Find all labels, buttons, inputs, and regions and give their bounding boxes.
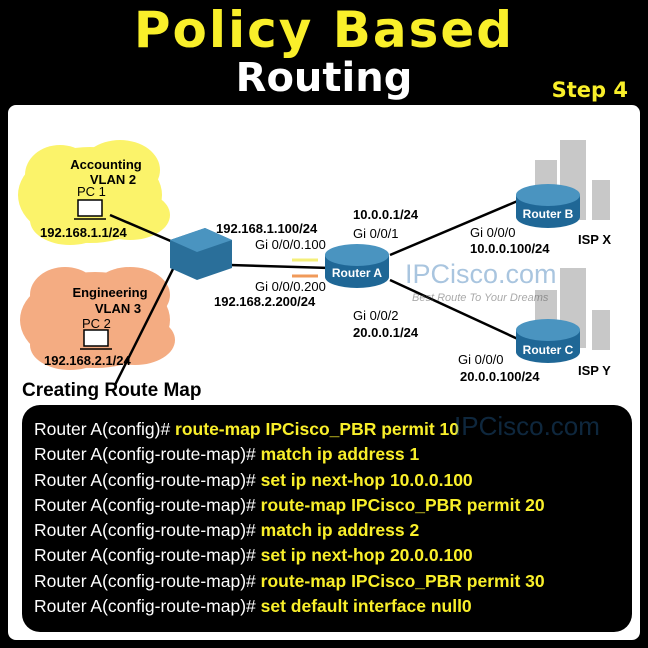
- pc1-label: PC 1: [77, 184, 106, 199]
- links: [109, 198, 521, 386]
- command: set ip next-hop 20.0.0.100: [260, 545, 473, 566]
- pc1-ip: 192.168.1.1/24: [40, 225, 128, 240]
- config-line: Router A(config-route-map)# route-map IP…: [22, 493, 632, 518]
- accounting-label: Accounting: [70, 157, 142, 172]
- prompt: Router A(config-route-map)#: [34, 545, 261, 566]
- config-code-block: IPCisco.com Router A(config)# route-map …: [22, 405, 632, 632]
- step-label: Step 4: [551, 78, 628, 102]
- command: set default interface null0: [260, 596, 472, 617]
- router-b-ip: 10.0.0.100/24: [470, 241, 550, 256]
- prompt: Router A(config)#: [34, 419, 176, 439]
- router-a-gi2-ip: 20.0.0.1/24: [353, 325, 419, 340]
- config-line: Router A(config-route-map)# set ip next-…: [22, 468, 632, 493]
- router-a-icon: Router A: [325, 244, 389, 288]
- isp-x-label: ISP X: [578, 232, 611, 247]
- isp-y-label: ISP Y: [578, 363, 611, 378]
- subif1-ip: 192.168.1.100/24: [216, 221, 318, 236]
- code-watermark: IPCisco.com: [454, 411, 600, 441]
- command: route-map IPCisco_PBR permit 20: [260, 494, 545, 515]
- vlan2-label: VLAN 2: [90, 172, 136, 187]
- pc2-ip: 192.168.2.1/24: [44, 353, 132, 368]
- switch-icon: [170, 228, 232, 280]
- command: route-map IPCisco_PBR permit 30: [260, 570, 545, 591]
- vlan3-label: VLAN 3: [95, 301, 141, 316]
- router-c-icon: Router C: [516, 319, 580, 363]
- router-b-icon: Router B: [516, 184, 580, 228]
- config-line: Router A(config-route-map)# route-map IP…: [22, 569, 632, 594]
- prompt: Router A(config-route-map)#: [34, 520, 261, 541]
- router-b-iface: Gi 0/0/0: [470, 225, 516, 240]
- subif1-iface: Gi 0/0/0.100: [255, 237, 326, 252]
- prompt: Router A(config-route-map)#: [34, 444, 261, 465]
- prompt: Router A(config-route-map)#: [34, 596, 261, 617]
- svg-text:Router A: Router A: [332, 266, 383, 280]
- engineering-label: Engineering: [72, 285, 147, 300]
- config-line: Router A(config-route-map)# match ip add…: [22, 518, 632, 543]
- config-line: Router A(config-route-map)# match ip add…: [22, 442, 632, 467]
- config-line: Router A(config-route-map)# set default …: [22, 594, 632, 619]
- title-line2: Routing: [235, 55, 413, 101]
- config-line: Router A(config)# route-map IPCisco_PBR …: [22, 417, 632, 442]
- subif2-ip: 192.168.2.200/24: [214, 294, 316, 309]
- config-line: Router A(config-route-map)# set ip next-…: [22, 543, 632, 568]
- section-title: Creating Route Map: [22, 380, 201, 401]
- router-a-gi1: Gi 0/0/1: [353, 226, 399, 241]
- router-a-gi2: Gi 0/0/2: [353, 308, 399, 323]
- command: match ip address 2: [260, 520, 420, 541]
- pc1-laptop-icon: [74, 199, 106, 220]
- subif2-iface: Gi 0/0/0.200: [255, 279, 326, 294]
- svg-text:Router B: Router B: [523, 207, 574, 221]
- watermark: IPCisco.com: [405, 259, 557, 289]
- router-a-gi1-ip: 10.0.0.1/24: [353, 207, 419, 222]
- router-c-ip: 20.0.0.100/24: [460, 369, 540, 384]
- tagline: Best Route To Your Dreams: [412, 292, 549, 304]
- pc2-label: PC 2: [82, 316, 111, 331]
- pc2-laptop-icon: [80, 329, 112, 350]
- router-c-iface: Gi 0/0/0: [458, 352, 504, 367]
- command: match ip address 1: [260, 444, 420, 465]
- prompt: Router A(config-route-map)#: [34, 494, 261, 515]
- svg-text:Router C: Router C: [523, 343, 574, 357]
- command: set ip next-hop 10.0.0.100: [260, 469, 473, 490]
- title-line1: Policy Based: [133, 1, 515, 59]
- command: route-map IPCisco_PBR permit 10: [175, 419, 460, 439]
- prompt: Router A(config-route-map)#: [34, 469, 261, 490]
- prompt: Router A(config-route-map)#: [34, 570, 261, 591]
